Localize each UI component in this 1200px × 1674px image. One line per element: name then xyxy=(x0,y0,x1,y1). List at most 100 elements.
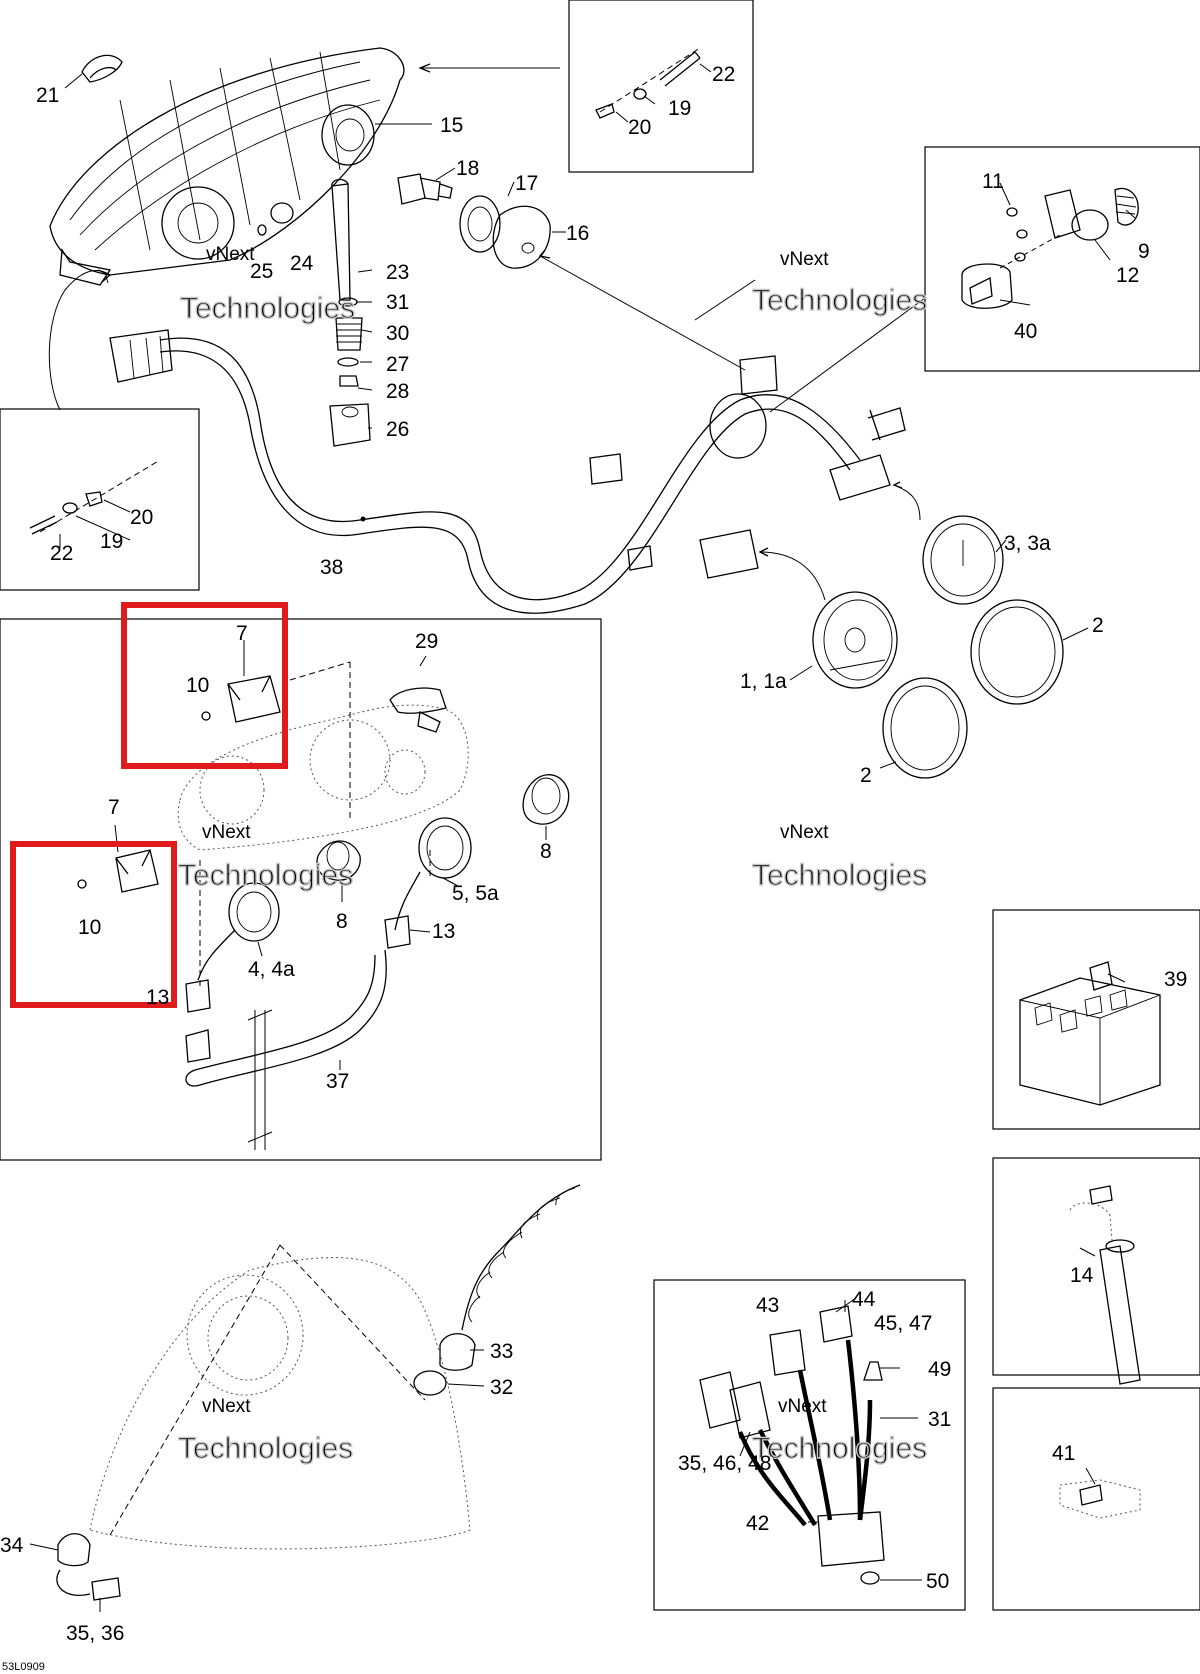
label-part-30: 30 xyxy=(386,322,409,345)
screw-set-left-drawing xyxy=(29,459,161,535)
label-part-26: 26 xyxy=(386,418,409,441)
label-part-35-36: 35, 36 xyxy=(66,1622,124,1645)
watermark-regulator: vNext Technologies xyxy=(751,1396,928,1466)
label-part-34: 34 xyxy=(0,1534,24,1557)
label-part-49: 49 xyxy=(928,1358,951,1381)
label-part-23: 23 xyxy=(386,261,409,284)
connector-drawing xyxy=(1059,1479,1141,1519)
label-part-15: 15 xyxy=(440,114,463,137)
clip-21-icon xyxy=(81,54,123,83)
label-part-20-top: 20 xyxy=(628,116,651,139)
label-part-13-right: 13 xyxy=(432,920,455,943)
label-part-31-top: 31 xyxy=(386,291,409,314)
label-part-20-left: 20 xyxy=(130,506,153,529)
svg-text:Technologies: Technologies xyxy=(752,859,927,892)
label-part-2-lower: 2 xyxy=(860,764,872,787)
fuse-block-drawing xyxy=(1019,961,1161,1106)
svg-text:vNext: vNext xyxy=(206,244,255,265)
label-part-25: 25 xyxy=(250,260,273,283)
gauge-tach-drawing xyxy=(922,515,1004,605)
label-part-7-lower: 7 xyxy=(108,796,120,819)
label-part-33: 33 xyxy=(490,1340,513,1363)
label-part-29: 29 xyxy=(415,630,438,653)
inset-box-sensor xyxy=(924,146,1200,372)
label-part-31-regulator: 31 xyxy=(928,1408,951,1431)
watermark-gauges: vNext Technologies xyxy=(751,822,928,893)
svg-text:Technologies: Technologies xyxy=(752,284,927,317)
gauge-ring-2b-drawing xyxy=(882,677,968,779)
figure-code: 53L0909 xyxy=(2,1661,45,1673)
gauge-speedometer-drawing xyxy=(812,591,898,689)
leader-lines xyxy=(29,63,1136,1612)
label-part-18: 18 xyxy=(456,157,479,180)
label-part-3-3a: 3, 3a xyxy=(1004,532,1051,555)
label-part-9: 9 xyxy=(1138,240,1150,263)
label-part-16: 16 xyxy=(566,222,589,245)
inset-box-regulator xyxy=(653,1279,966,1611)
label-part-17: 17 xyxy=(515,172,538,195)
label-part-22-top: 22 xyxy=(712,63,735,86)
label-part-41: 41 xyxy=(1052,1442,1075,1465)
label-part-24: 24 xyxy=(290,252,314,275)
highlight-box-lower-bracket xyxy=(10,841,177,1008)
inset-box-fuel-sender xyxy=(992,1157,1200,1376)
svg-text:Technologies: Technologies xyxy=(180,292,355,325)
inset-box-fuse-block xyxy=(992,909,1200,1130)
label-part-5-5a: 5, 5a xyxy=(452,882,499,905)
label-part-37: 37 xyxy=(326,1070,349,1093)
adjuster-stack-drawing xyxy=(257,178,371,447)
cluster-outline-drawing xyxy=(77,661,570,1150)
label-part-19-left: 19 xyxy=(100,530,123,553)
watermark-headlight: vNext Technologies xyxy=(179,244,356,326)
watermark-cluster: vNext Technologies xyxy=(177,822,354,893)
wiring-harness-drawing xyxy=(48,249,926,614)
svg-text:vNext: vNext xyxy=(778,1396,827,1417)
screw-set-top-drawing xyxy=(418,47,701,119)
label-part-43: 43 xyxy=(756,1294,779,1317)
label-part-8-right: 8 xyxy=(540,840,552,863)
label-part-50: 50 xyxy=(926,1570,949,1593)
label-part-40: 40 xyxy=(1014,320,1037,343)
lanyard-drawing xyxy=(56,1184,581,1601)
regulator-drawing xyxy=(699,1305,885,1585)
label-part-13-left: 13 xyxy=(146,986,169,1009)
svg-text:vNext: vNext xyxy=(202,822,251,843)
label-part-45-47: 45, 47 xyxy=(874,1312,932,1335)
label-part-28: 28 xyxy=(386,380,409,403)
watermark-lanyard: vNext Technologies xyxy=(177,1396,354,1466)
watermark-sensor: vNext Technologies xyxy=(751,249,928,318)
label-part-8-center: 8 xyxy=(336,910,348,933)
inset-box-headlight-screws xyxy=(568,0,754,173)
label-part-21: 21 xyxy=(36,84,59,107)
label-part-2-right: 2 xyxy=(1092,614,1104,637)
label-part-4-4a: 4, 4a xyxy=(248,958,295,981)
label-part-7-upper: 7 xyxy=(236,622,248,645)
label-part-14: 14 xyxy=(1070,1264,1094,1287)
svg-text:vNext: vNext xyxy=(780,822,829,843)
svg-text:Technologies: Technologies xyxy=(178,1432,353,1465)
label-part-44: 44 xyxy=(852,1288,876,1311)
label-part-1-1a: 1, 1a xyxy=(740,670,787,693)
label-part-10-upper: 10 xyxy=(186,674,209,697)
inset-box-gauge-cluster xyxy=(0,618,602,1161)
label-part-39: 39 xyxy=(1164,968,1187,991)
svg-text:vNext: vNext xyxy=(202,1396,251,1417)
label-part-35-46-48: 35, 46, 48 xyxy=(678,1452,771,1475)
svg-text:Technologies: Technologies xyxy=(178,859,353,892)
sensor-parts-drawing xyxy=(961,187,1139,309)
label-part-12: 12 xyxy=(1116,264,1139,287)
label-part-27: 27 xyxy=(386,353,409,376)
label-part-11: 11 xyxy=(982,170,1004,193)
label-part-32: 32 xyxy=(490,1376,513,1399)
label-part-22-left: 22 xyxy=(50,542,73,565)
inset-box-harness-screws xyxy=(0,408,200,591)
label-part-42: 42 xyxy=(746,1512,769,1535)
svg-text:Technologies: Technologies xyxy=(752,1432,927,1465)
fuel-sender-drawing xyxy=(1069,1185,1141,1385)
label-part-38: 38 xyxy=(320,556,343,579)
label-part-10-lower: 10 xyxy=(78,916,101,939)
svg-text:vNext: vNext xyxy=(780,249,829,270)
label-part-19-top: 19 xyxy=(668,97,691,120)
highlight-box-upper-bracket xyxy=(121,602,288,769)
